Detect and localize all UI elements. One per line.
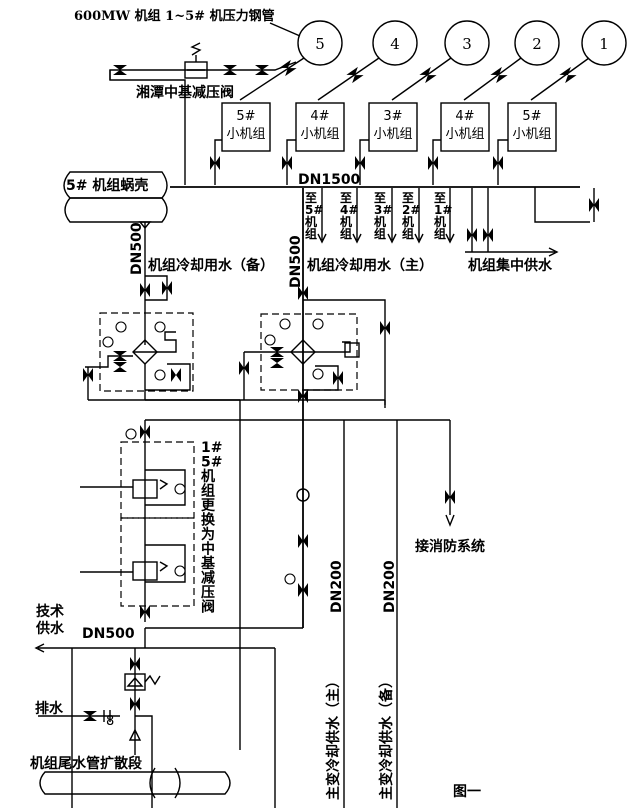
backup-cooling-line — [138, 221, 172, 305]
filter-assembly-left — [83, 305, 240, 401]
unit-label-4: 5#小机组 — [512, 109, 551, 142]
figure-label: 图一 — [453, 784, 481, 800]
drain-assembly: 8 — [38, 648, 161, 808]
unit-label-2: 3#小机组 — [373, 109, 412, 142]
drain-label: 排水 — [35, 700, 64, 717]
header-dn-label: DN1500 — [298, 172, 361, 188]
xfmr-backup-label: 主变冷却供水（备） — [378, 674, 395, 800]
central-supply-lines — [465, 188, 559, 257]
pressure-pipes: 5 4 3 2 1 — [297, 20, 627, 66]
dn500-left-label: DN500 — [129, 222, 145, 275]
technical-supply — [34, 628, 276, 808]
pressure-pipe-label: 3 — [462, 35, 472, 53]
diagram-title: 600MW 机组 1~5# 机压力钢管 — [74, 8, 275, 24]
xfmr-main-label: 主变冷却供水（主） — [325, 674, 342, 800]
unit-label-3: 4#小机组 — [445, 109, 484, 142]
pressure-pipe-label: 1 — [599, 35, 609, 53]
dn500-mid-label: DN500 — [288, 235, 304, 288]
pressure-pipe-1 — [581, 20, 627, 66]
reducing-valve-label: 湘潭中基减压阀 — [136, 84, 234, 101]
unit-drops — [210, 139, 508, 185]
pressure-pipe-3 — [444, 20, 490, 66]
main-cooling-line — [298, 188, 390, 628]
main-lower-line — [145, 488, 310, 629]
pressure-pipe-label: 2 — [532, 35, 542, 53]
volute-label: 5# 机组蜗壳 — [66, 177, 148, 194]
replacement-assembly — [80, 420, 195, 622]
replacement-note: 1#5#机组更换为中基减压阀 — [201, 440, 222, 616]
small-unit-labels: 5#小机组 4#小机组 3#小机组 4#小机组 5#小机组 — [226, 109, 551, 142]
fire-system-label: 接消防系统 — [415, 538, 485, 555]
dn200-b-label: DN200 — [382, 560, 398, 613]
top-supply-line — [109, 42, 297, 185]
filter-assembly-mid — [239, 313, 360, 403]
central-supply-label: 机组集中供水 — [468, 257, 553, 274]
cooling-backup-label: 机组冷却用水（备） — [148, 257, 274, 274]
tech-supply-label: 技术供水 — [35, 603, 65, 637]
dn500-bottom-label: DN500 — [82, 626, 135, 642]
pressure-pipe-5 — [297, 20, 343, 66]
dn200-a-label: DN200 — [329, 560, 345, 613]
pressure-pipe-label: 4 — [390, 35, 400, 53]
volute — [63, 171, 168, 223]
main-header — [170, 186, 599, 223]
pipe-takeoffs — [239, 57, 590, 101]
pressure-pipe-label: 5 — [315, 35, 325, 53]
cooling-main-label: 机组冷却用水（主） — [307, 257, 433, 274]
tail-pipe-label: 机组尾水管扩散段 — [30, 755, 142, 772]
unit-label-0: 5#小机组 — [226, 109, 265, 142]
tail-pipe — [39, 767, 231, 799]
unit-label-1: 4#小机组 — [300, 109, 339, 142]
small-units — [221, 102, 557, 152]
distribution-header — [145, 399, 455, 808]
branch-lines — [317, 188, 455, 244]
pressure-pipe-4 — [372, 20, 418, 66]
pressure-pipe-2 — [514, 20, 560, 66]
